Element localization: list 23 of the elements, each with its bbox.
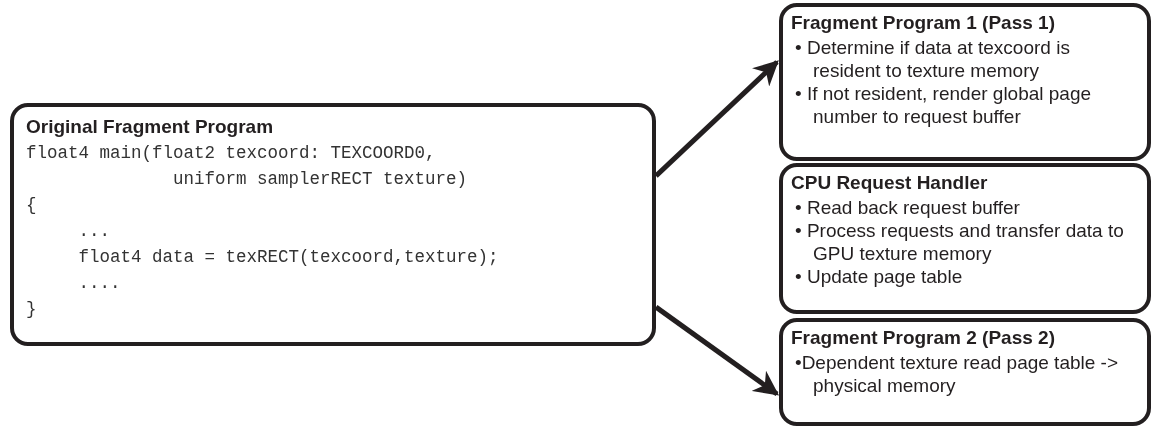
bullet-text: • Process requests and transfer data to GPU texture memory (794, 219, 1125, 265)
process-box (779, 3, 1151, 161)
bullet-text: • Update page table (794, 265, 964, 288)
box-heading: Fragment Program 1 (Pass 1) (791, 11, 1056, 34)
bullet-text: •Dependent texture read page table -> physical memory (794, 351, 1120, 397)
code-line: float4 data = texRECT(texcoord,texture); (77, 246, 500, 269)
code-line: } (26, 298, 38, 321)
arrow (654, 305, 780, 397)
code-line: ... (77, 220, 111, 243)
bullet-text: • Determine if data at texcoord is resident to texture memory (794, 36, 1071, 82)
code-line: .... (77, 272, 122, 295)
arrow (654, 60, 779, 178)
box-heading: Original Fragment Program (26, 115, 275, 138)
box-heading: Fragment Program 2 (Pass 2) (791, 326, 1056, 349)
code-line: uniform samplerRECT texture) (172, 168, 469, 191)
code-box (10, 103, 656, 346)
code-line: { (26, 194, 38, 217)
process-box (779, 318, 1151, 426)
box-heading: CPU Request Handler (791, 171, 989, 194)
bullet-text: • If not resident, render global page number to request buffer (794, 82, 1093, 128)
bullet-text: • Read back request buffer (794, 196, 1021, 219)
code-line: float4 main(float2 texcoord: TEXCOORD0, (26, 142, 437, 165)
process-box (779, 163, 1151, 314)
